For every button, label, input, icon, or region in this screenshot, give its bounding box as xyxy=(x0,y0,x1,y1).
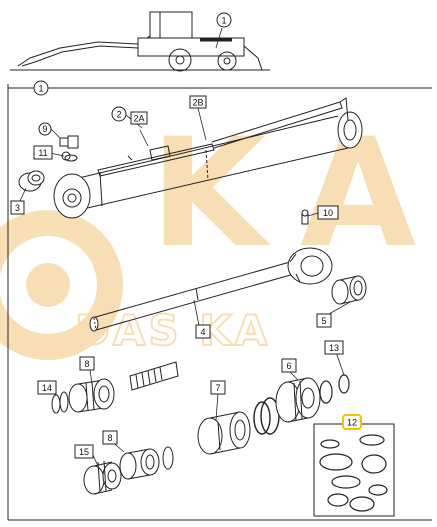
callout-item-10: 10 xyxy=(317,205,339,220)
piston-6 xyxy=(275,377,321,423)
callout-item-4: 4 xyxy=(195,324,211,339)
gland-8-upper xyxy=(68,378,115,413)
callout-item-8-upper: 8 xyxy=(79,356,95,371)
watermark-letter-k: K xyxy=(150,107,271,281)
callout-item-14: 14 xyxy=(37,380,57,395)
callout-item-1-machine: 1 xyxy=(216,12,232,28)
callout-item-8-lower: 8 xyxy=(102,430,118,445)
callout-item-2: 2 xyxy=(111,106,127,122)
callout-item-13: 13 xyxy=(324,340,344,355)
callout-labels: 1 1 2 2A 2B 3 4 5 xyxy=(10,12,362,459)
callout-item-3: 3 xyxy=(10,200,25,215)
watermark-gear-icon xyxy=(0,210,123,360)
grease-nipple xyxy=(301,209,309,225)
svg-text:9: 9 xyxy=(42,124,47,134)
watermark: K A DAS KA xyxy=(0,107,416,360)
watermark-brand: DAS KA xyxy=(75,306,270,355)
callout-item-2a: 2A xyxy=(130,111,148,125)
svg-text:10: 10 xyxy=(323,208,333,218)
svg-text:2: 2 xyxy=(116,110,121,120)
rings-14 xyxy=(51,391,69,414)
callout-item-15: 15 xyxy=(74,444,94,459)
piston-rod xyxy=(89,247,333,332)
rings-13 xyxy=(319,374,350,404)
svg-text:2B: 2B xyxy=(192,98,203,108)
svg-text:5: 5 xyxy=(321,316,326,326)
bush-3 xyxy=(18,170,45,192)
threaded-stud xyxy=(129,361,179,391)
assembly-frame xyxy=(7,84,432,521)
callout-item-6: 6 xyxy=(281,358,297,373)
svg-text:3: 3 xyxy=(15,203,20,213)
bush-5 xyxy=(331,275,367,305)
callout-item-12: 12 xyxy=(342,414,362,430)
seal-kit-box xyxy=(313,423,395,517)
svg-text:2A: 2A xyxy=(133,114,144,124)
svg-text:13: 13 xyxy=(329,343,339,353)
svg-text:4: 4 xyxy=(200,327,205,337)
svg-text:11: 11 xyxy=(38,148,47,158)
svg-text:12: 12 xyxy=(347,418,357,428)
svg-text:1: 1 xyxy=(221,16,226,26)
callout-item-7: 7 xyxy=(210,380,226,395)
svg-text:7: 7 xyxy=(215,383,220,393)
svg-text:1: 1 xyxy=(38,84,43,94)
svg-text:8: 8 xyxy=(107,433,112,443)
callout-item-5: 5 xyxy=(316,313,332,328)
svg-text:6: 6 xyxy=(286,361,291,371)
nut-15 xyxy=(83,460,122,495)
callout-item-1-assembly: 1 xyxy=(33,80,49,96)
svg-text:14: 14 xyxy=(42,383,52,393)
gland-8-lower xyxy=(119,446,174,480)
o-rings-mid xyxy=(253,397,280,435)
gland-7 xyxy=(197,411,251,455)
seal-ring-11 xyxy=(64,154,78,162)
cylinder-tube xyxy=(53,97,363,219)
callout-item-9: 9 xyxy=(38,122,52,136)
callout-item-2b: 2B xyxy=(189,95,207,109)
callout-item-11: 11 xyxy=(33,145,53,160)
svg-text:8: 8 xyxy=(84,359,89,369)
svg-text:15: 15 xyxy=(79,447,89,457)
elbow-fitting xyxy=(59,135,79,161)
